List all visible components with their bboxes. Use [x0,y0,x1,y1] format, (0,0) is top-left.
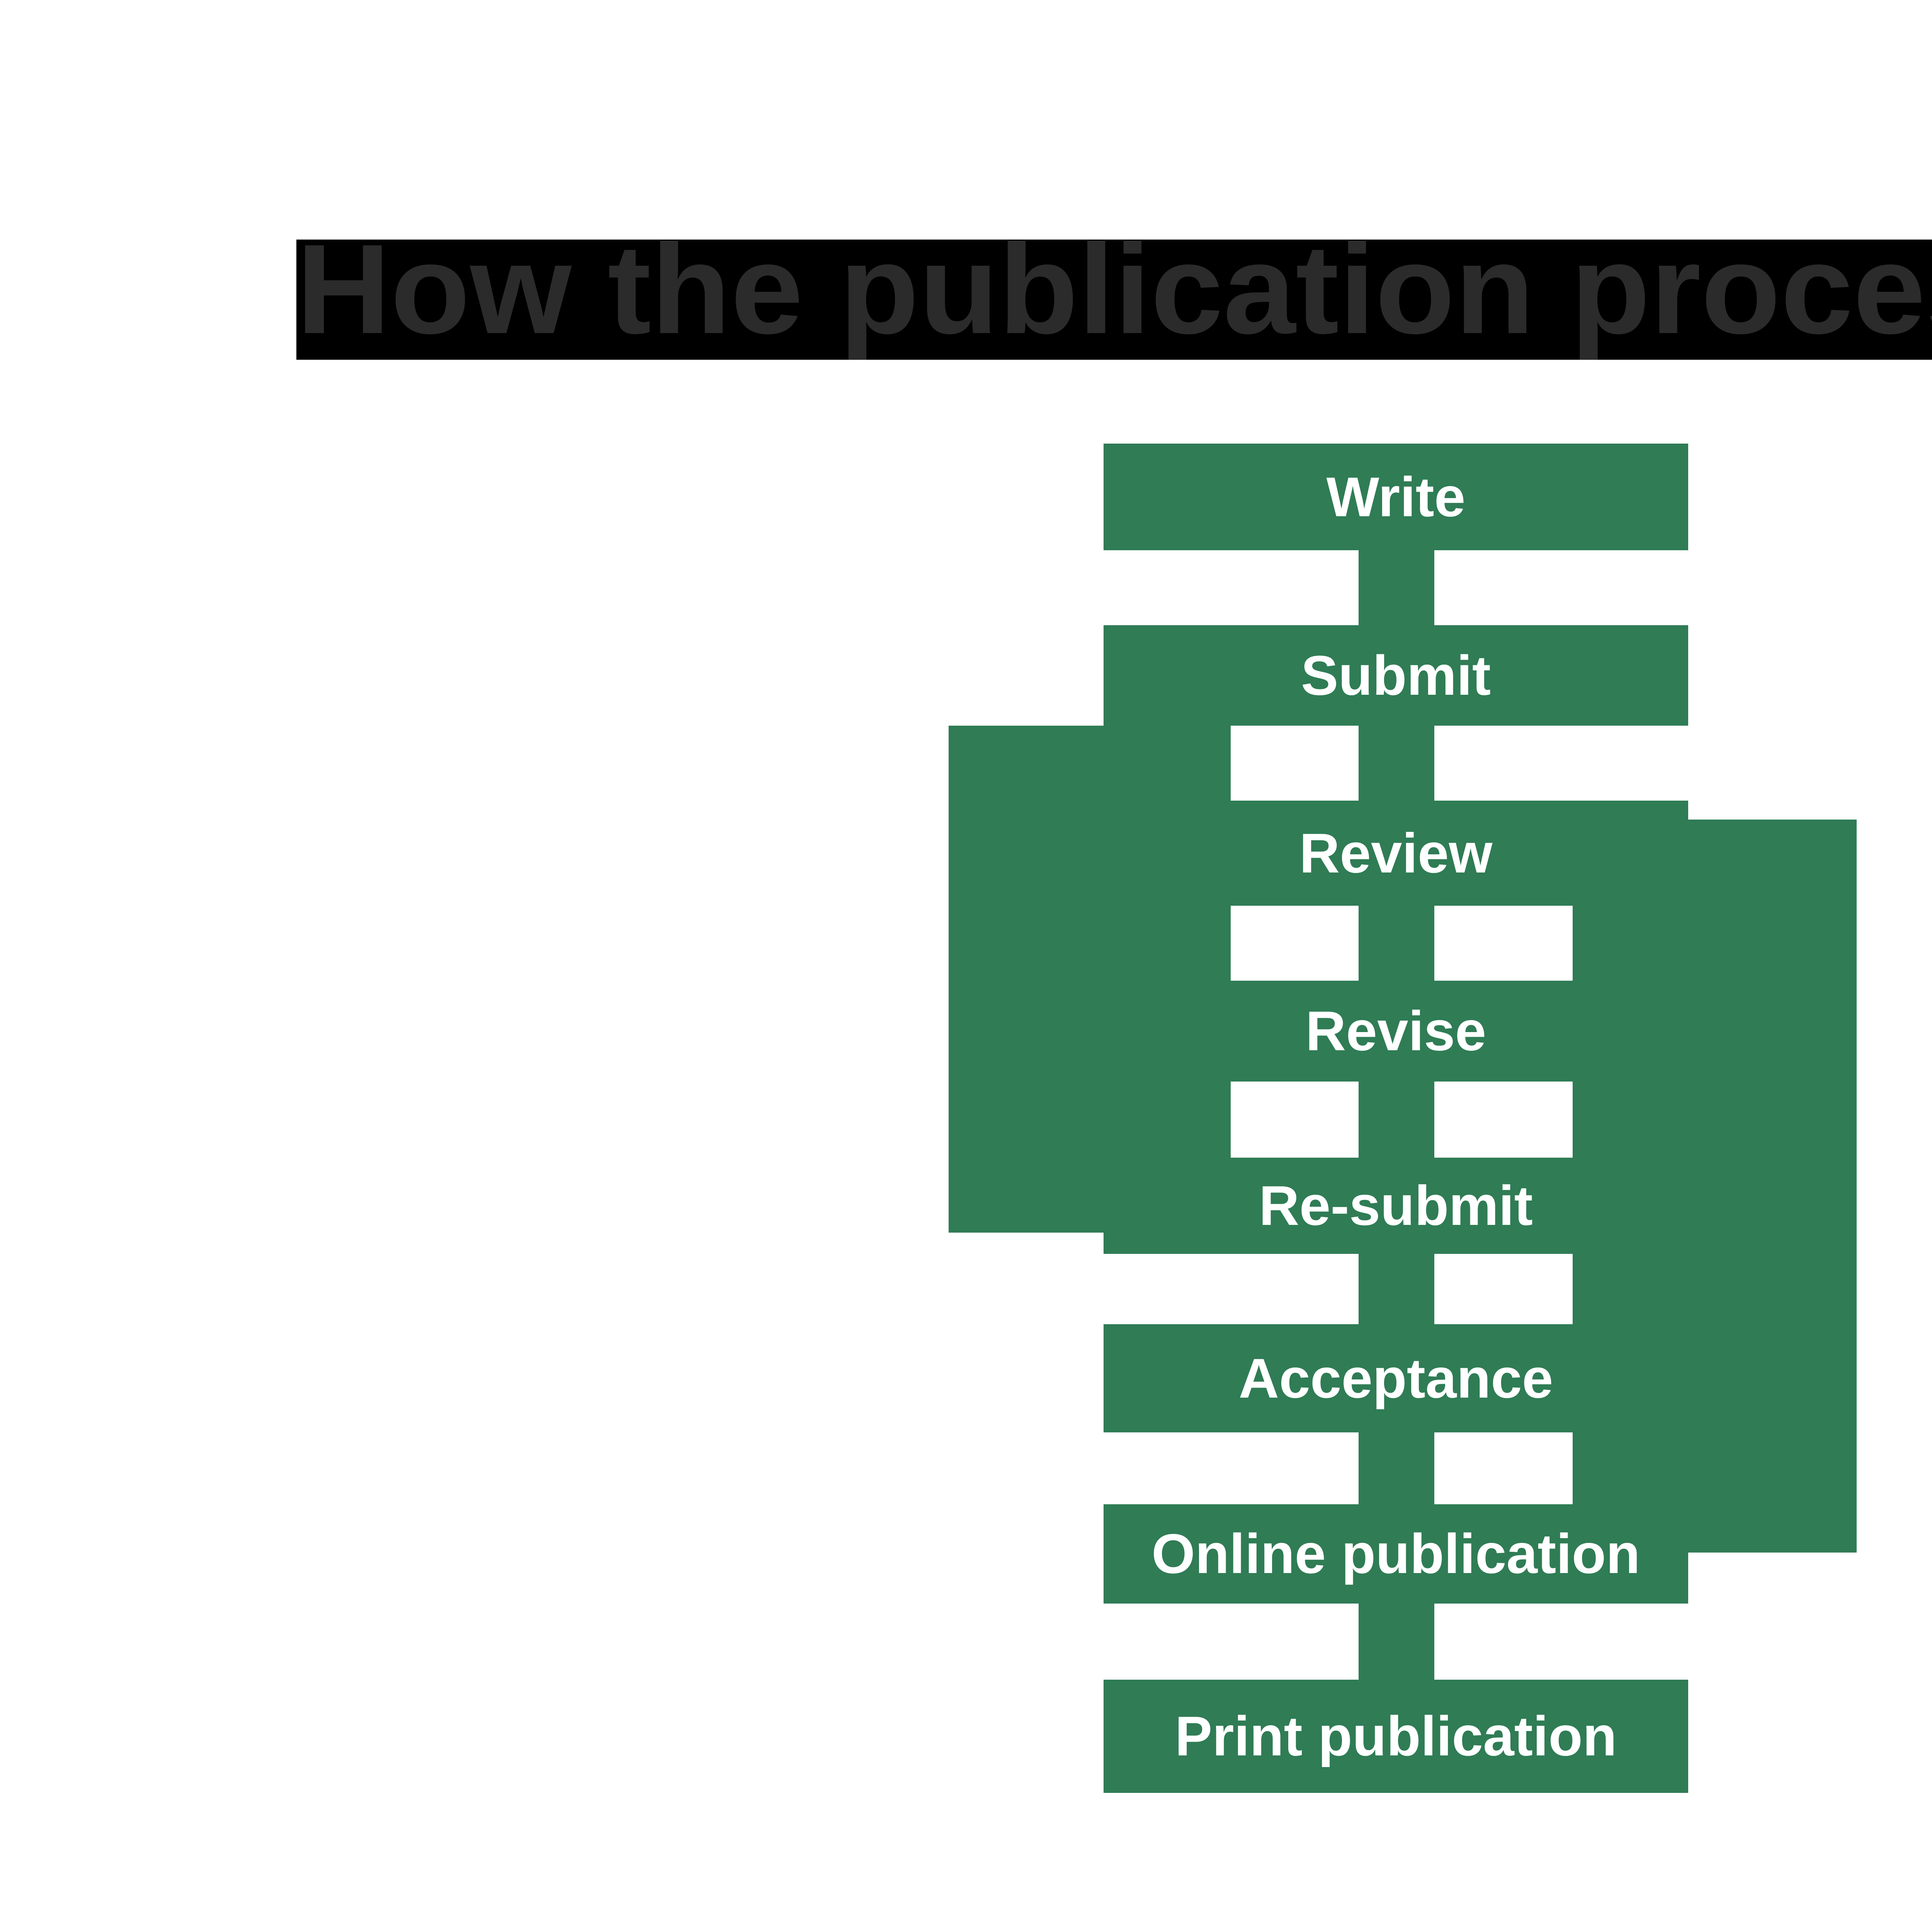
step-label: Re-submit [1259,1174,1533,1237]
step-label: Write [1326,465,1466,528]
step-box-print-publication: Print publication [1104,1680,1688,1793]
step-label: Review [1299,821,1493,884]
step-label: Acceptance [1238,1347,1553,1410]
title-text-container: How the publication process works [296,218,1932,361]
step-box-acceptance: Acceptance [1104,1324,1688,1432]
connector-revise-resubmit [1359,1082,1434,1158]
step-label: Print publication [1175,1705,1617,1767]
step-box-review: Review [1104,801,1688,906]
connector-write-submit [1359,550,1434,625]
page-title: How the publication process works [296,218,1932,361]
step-box-revise: Revise [1104,981,1688,1082]
connector-online-print [1359,1604,1434,1680]
connector-review-revise [1359,906,1434,981]
step-label: Submit [1301,644,1491,707]
step-box-online-publication: Online publication [1104,1504,1688,1604]
step-box-resubmit: Re-submit [1104,1158,1688,1254]
connector-acceptance-online [1359,1432,1434,1504]
step-box-write: Write [1104,444,1688,550]
step-label: Online publication [1151,1522,1640,1585]
connector-submit-review [1359,726,1434,801]
title-bar: How the publication process works [296,218,1932,361]
step-label: Revise [1305,1000,1486,1062]
step-box-submit: Submit [1104,625,1688,726]
connector-resubmit-acceptance [1359,1254,1434,1324]
